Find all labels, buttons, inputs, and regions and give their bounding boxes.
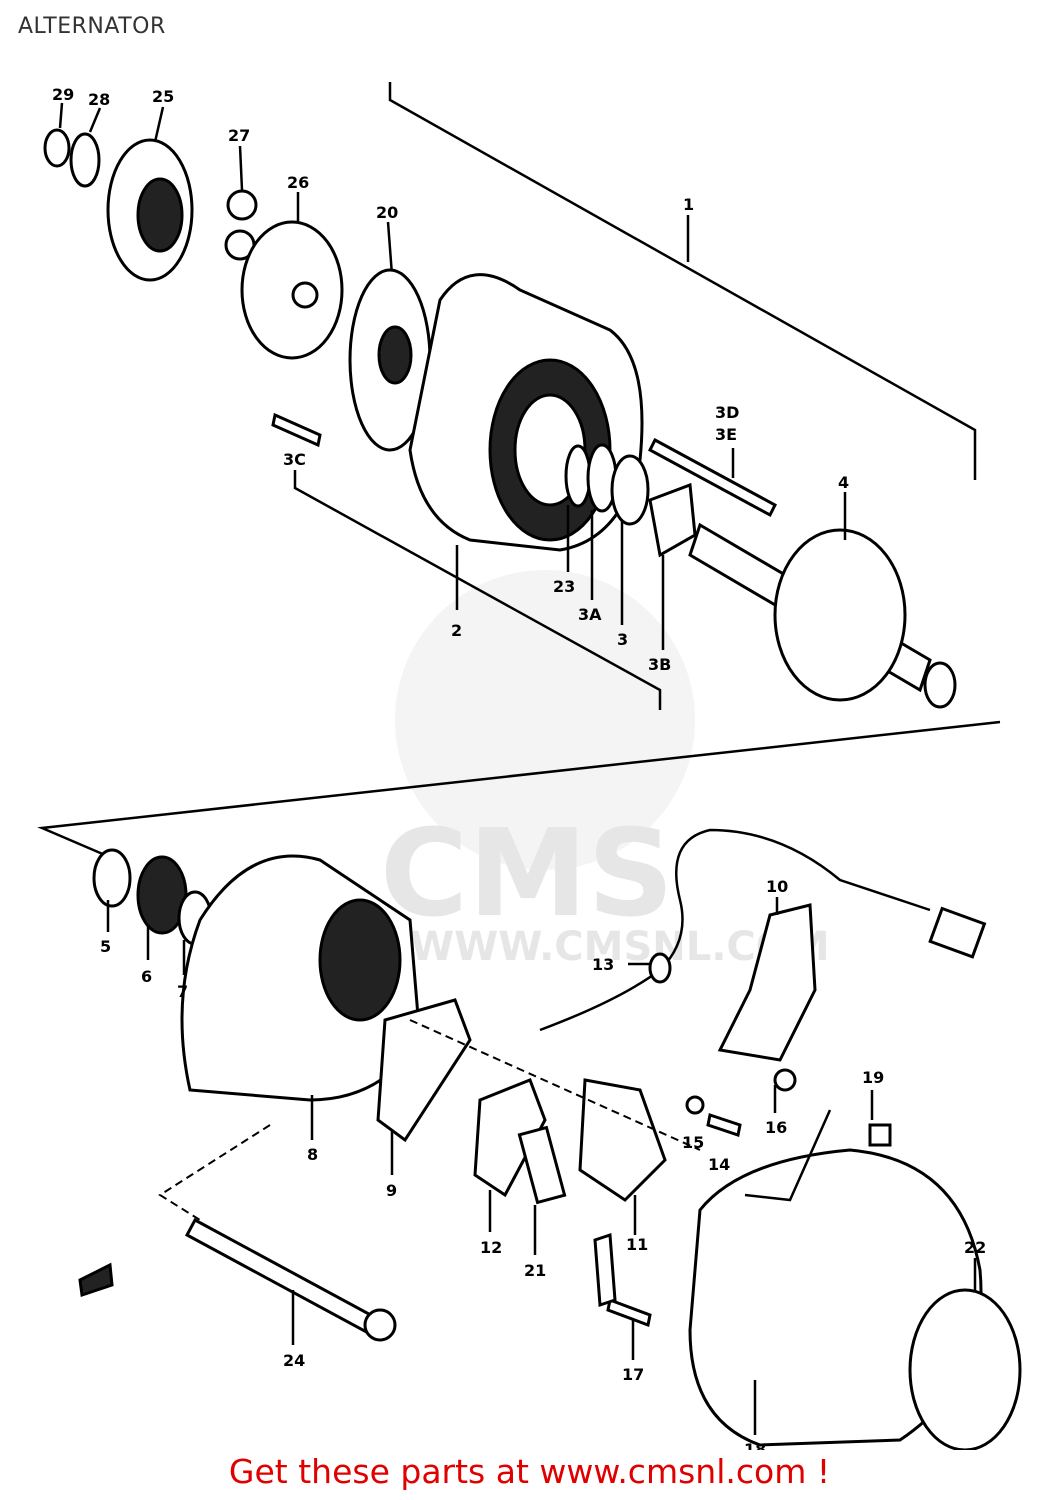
pulley-hub (136, 177, 184, 253)
terminal-plate-10 (717, 903, 817, 1062)
washer-15 (685, 1095, 705, 1115)
through-bolt-24 (184, 1217, 383, 1338)
assembly-bracket (388, 82, 977, 480)
guide-upper-1 (293, 470, 662, 710)
nut-19 (868, 1123, 892, 1147)
callout-3b: 3B (648, 655, 671, 674)
callout-3d: 3D (715, 403, 739, 422)
washer-28 (69, 132, 101, 188)
callout-19: 19 (862, 1068, 884, 1087)
plate-3b (648, 482, 697, 558)
callout-6: 6 (141, 967, 152, 986)
bearing-20 (377, 325, 413, 385)
watermark-mascot-icon (395, 570, 695, 870)
callout-14: 14 (708, 1155, 730, 1174)
alternator-exploded-diagram: CMS WWW.CMSNL.COM (37, 82, 1022, 1450)
screw-14 (706, 1113, 742, 1137)
callout-27: 27 (228, 126, 250, 145)
leader-25 (153, 106, 165, 143)
front-arrow-icon (78, 1262, 114, 1297)
cms-watermark: CMS WWW.CMSNL.COM (380, 570, 830, 970)
callout-labels: 29 28 25 27 26 20 1 3D 3E 4 3C 2 23 3A 3… (52, 85, 986, 1450)
retainer-3 (610, 454, 650, 526)
callout-3e: 3E (715, 425, 737, 444)
callout-17: 17 (622, 1365, 644, 1384)
callout-16: 16 (765, 1118, 787, 1137)
callout-2: 2 (451, 621, 462, 640)
callout-25: 25 (152, 87, 174, 106)
callout-12: 12 (480, 1238, 502, 1257)
watermark-brand: CMS (380, 805, 674, 944)
callout-7: 7 (177, 982, 188, 1001)
diagram-title: ALTERNATOR (18, 14, 166, 39)
callout-22: 22 (964, 1238, 986, 1257)
shop-link-banner[interactable]: Get these parts at www.cmsnl.com ! (228, 1452, 831, 1491)
screw-16 (773, 1068, 797, 1092)
callout-3a: 3A (578, 605, 602, 624)
callout-4: 4 (838, 473, 849, 492)
gasket-22 (908, 1288, 1022, 1450)
bolt-3d (648, 437, 777, 518)
rotor-slipring (923, 661, 957, 709)
spacer-27 (226, 189, 258, 221)
callout-26: 26 (287, 173, 309, 192)
rear-bearing-seat (318, 898, 402, 1022)
callout-24: 24 (283, 1351, 305, 1370)
callout-13: 13 (592, 955, 614, 974)
guide-cover (744, 1109, 832, 1202)
guide-bolt (158, 1124, 271, 1221)
callout-21: 21 (524, 1261, 546, 1280)
guide-lower-axis (409, 1019, 701, 1151)
ring-23 (564, 444, 592, 508)
connector-line (37, 720, 1001, 857)
ring-5 (92, 848, 132, 908)
callout-10: 10 (766, 877, 788, 896)
callout-9: 9 (386, 1181, 397, 1200)
screw-17 (606, 1297, 652, 1328)
leader-28 (88, 107, 102, 133)
grommet-13 (648, 952, 672, 984)
fan-center (291, 281, 319, 309)
callout-3c: 3C (283, 450, 306, 469)
callout-1: 1 (683, 195, 694, 214)
callout-3: 3 (617, 630, 628, 649)
leader-27 (238, 145, 244, 191)
connector (928, 906, 987, 959)
callout-15: 15 (682, 1133, 704, 1152)
nut-29 (43, 128, 71, 168)
callout-20: 20 (376, 203, 398, 222)
rear-cover-18 (688, 1148, 983, 1447)
callout-18: 18 (744, 1440, 766, 1450)
callout-8: 8 (307, 1145, 318, 1164)
through-bolt-head (363, 1308, 397, 1342)
rectifier-9 (376, 998, 472, 1143)
callout-29: 29 (52, 85, 74, 104)
fan-26 (240, 220, 344, 360)
wire-harness-13 (539, 828, 931, 1032)
screw-3c (271, 412, 322, 448)
callout-23: 23 (553, 577, 575, 596)
bracket-17 (593, 1232, 617, 1308)
callout-28: 28 (88, 90, 110, 109)
rotor-4 (773, 528, 907, 702)
brush-holder-11 (578, 1078, 667, 1202)
callout-5: 5 (100, 937, 111, 956)
callout-11: 11 (626, 1235, 648, 1254)
leader-29 (58, 102, 64, 129)
insulator-21 (517, 1125, 567, 1205)
